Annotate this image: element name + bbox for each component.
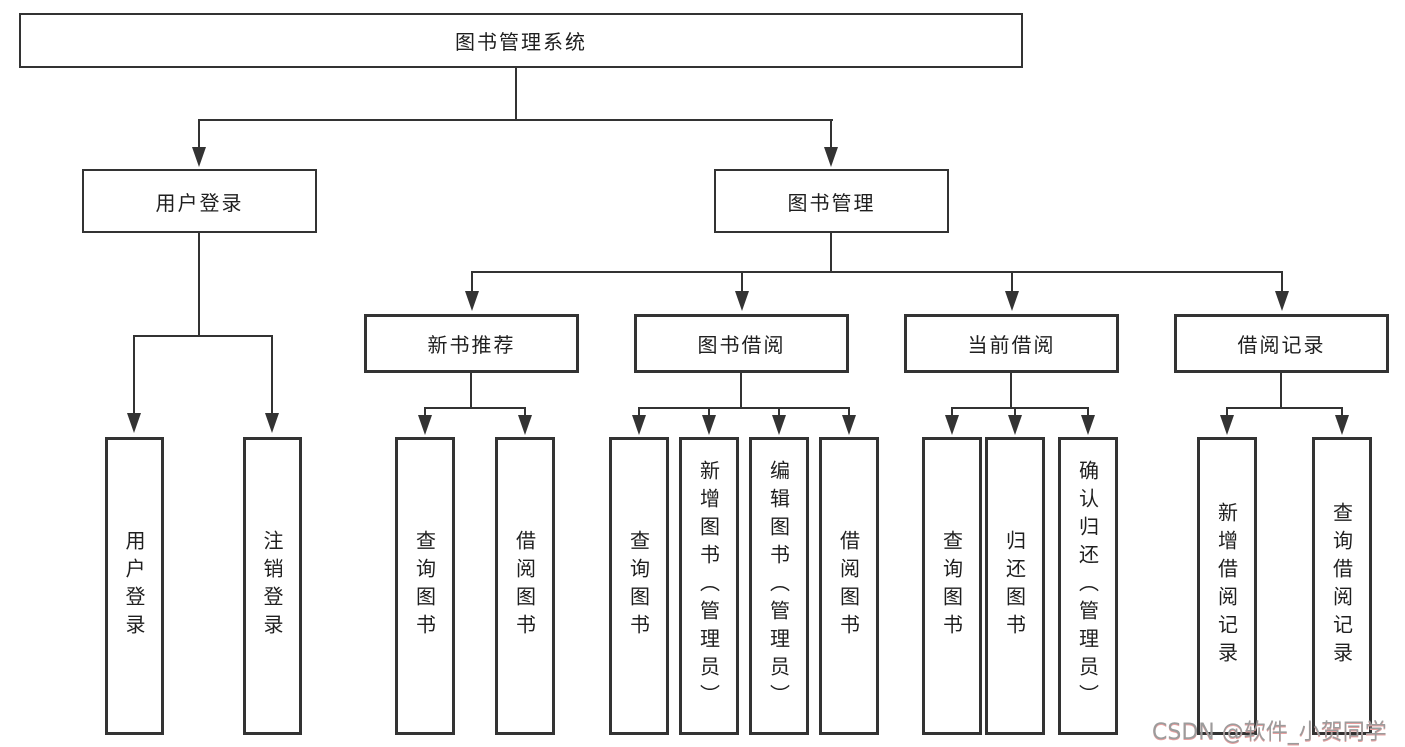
leaf-borrow-book: 借阅图书 bbox=[495, 437, 555, 735]
leaf-logout: 注销登录 bbox=[243, 437, 302, 735]
node-new-book-recommend: 新书推荐 bbox=[364, 314, 579, 373]
watermark: CSDN @软件_小贺同学 bbox=[1152, 720, 1387, 745]
arrowhead-down-icon bbox=[824, 147, 838, 167]
connector-stem bbox=[848, 407, 850, 417]
arrowhead-down-icon bbox=[518, 415, 532, 435]
leaf-add-book-admin: 新增图书（管理员） bbox=[679, 437, 739, 735]
leaf-borrow-book: 借阅图书 bbox=[819, 437, 879, 735]
connector-stem bbox=[830, 119, 832, 149]
arrowhead-down-icon bbox=[945, 415, 959, 435]
leaf-query-book: 查询图书 bbox=[922, 437, 982, 735]
connector-level2-bar bbox=[198, 119, 833, 121]
connector-stem bbox=[133, 335, 135, 415]
arrowhead-down-icon bbox=[465, 291, 479, 311]
connector-stem bbox=[708, 407, 710, 417]
connector-stem bbox=[1087, 407, 1089, 417]
arrowhead-down-icon bbox=[192, 147, 206, 167]
arrowhead-down-icon bbox=[632, 415, 646, 435]
node-user-login: 用户登录 bbox=[82, 169, 317, 233]
connector-bar bbox=[638, 407, 850, 409]
connector-bar bbox=[424, 407, 526, 409]
connector-stem bbox=[1010, 373, 1012, 409]
connector-stem bbox=[1281, 271, 1283, 293]
connector-stem bbox=[778, 407, 780, 417]
connector-stem bbox=[471, 271, 473, 293]
leaf-query-book: 查询图书 bbox=[395, 437, 455, 735]
arrowhead-down-icon bbox=[735, 291, 749, 311]
connector-bar bbox=[133, 335, 273, 337]
connector-stem bbox=[424, 407, 426, 417]
leaf-query-book: 查询图书 bbox=[609, 437, 669, 735]
connector-stem bbox=[198, 233, 200, 337]
node-root: 图书管理系统 bbox=[19, 13, 1023, 68]
arrowhead-down-icon bbox=[265, 413, 279, 433]
arrowhead-down-icon bbox=[1005, 291, 1019, 311]
leaf-add-borrow-record: 新增借阅记录 bbox=[1197, 437, 1257, 735]
connector-stem bbox=[638, 407, 640, 417]
arrowhead-down-icon bbox=[772, 415, 786, 435]
node-book-borrow: 图书借阅 bbox=[634, 314, 849, 373]
node-borrow-records: 借阅记录 bbox=[1174, 314, 1389, 373]
leaf-return-book: 归还图书 bbox=[985, 437, 1045, 735]
node-book-management: 图书管理 bbox=[714, 169, 949, 233]
connector-stem bbox=[741, 271, 743, 293]
leaf-edit-book-admin: 编辑图书（管理员） bbox=[749, 437, 809, 735]
arrowhead-down-icon bbox=[418, 415, 432, 435]
connector-stem bbox=[1280, 373, 1282, 409]
connector-stem bbox=[830, 233, 832, 273]
connector-stem bbox=[951, 407, 953, 417]
arrowhead-down-icon bbox=[1220, 415, 1234, 435]
connector-stem bbox=[470, 373, 472, 409]
connector-stem bbox=[271, 335, 273, 415]
arrowhead-down-icon bbox=[127, 413, 141, 433]
arrowhead-down-icon bbox=[1081, 415, 1095, 435]
connector-stem bbox=[1226, 407, 1228, 417]
connector-stem bbox=[524, 407, 526, 417]
connector-stem bbox=[198, 119, 200, 149]
arrowhead-down-icon bbox=[842, 415, 856, 435]
node-current-borrow: 当前借阅 bbox=[904, 314, 1119, 373]
connector-stem bbox=[1011, 271, 1013, 293]
leaf-confirm-return-admin: 确认归还（管理员） bbox=[1058, 437, 1118, 735]
arrowhead-down-icon bbox=[1335, 415, 1349, 435]
connector-stem bbox=[740, 373, 742, 409]
connector-root-stem bbox=[515, 67, 517, 121]
arrowhead-down-icon bbox=[1008, 415, 1022, 435]
arrowhead-down-icon bbox=[702, 415, 716, 435]
leaf-query-borrow-record: 查询借阅记录 bbox=[1312, 437, 1372, 735]
leaf-user-login: 用户登录 bbox=[105, 437, 164, 735]
connector-bar bbox=[1226, 407, 1343, 409]
arrowhead-down-icon bbox=[1275, 291, 1289, 311]
connector-bar bbox=[951, 407, 1089, 409]
connector-level3-bar bbox=[471, 271, 1283, 273]
connector-stem bbox=[1014, 407, 1016, 417]
connector-stem bbox=[1341, 407, 1343, 417]
